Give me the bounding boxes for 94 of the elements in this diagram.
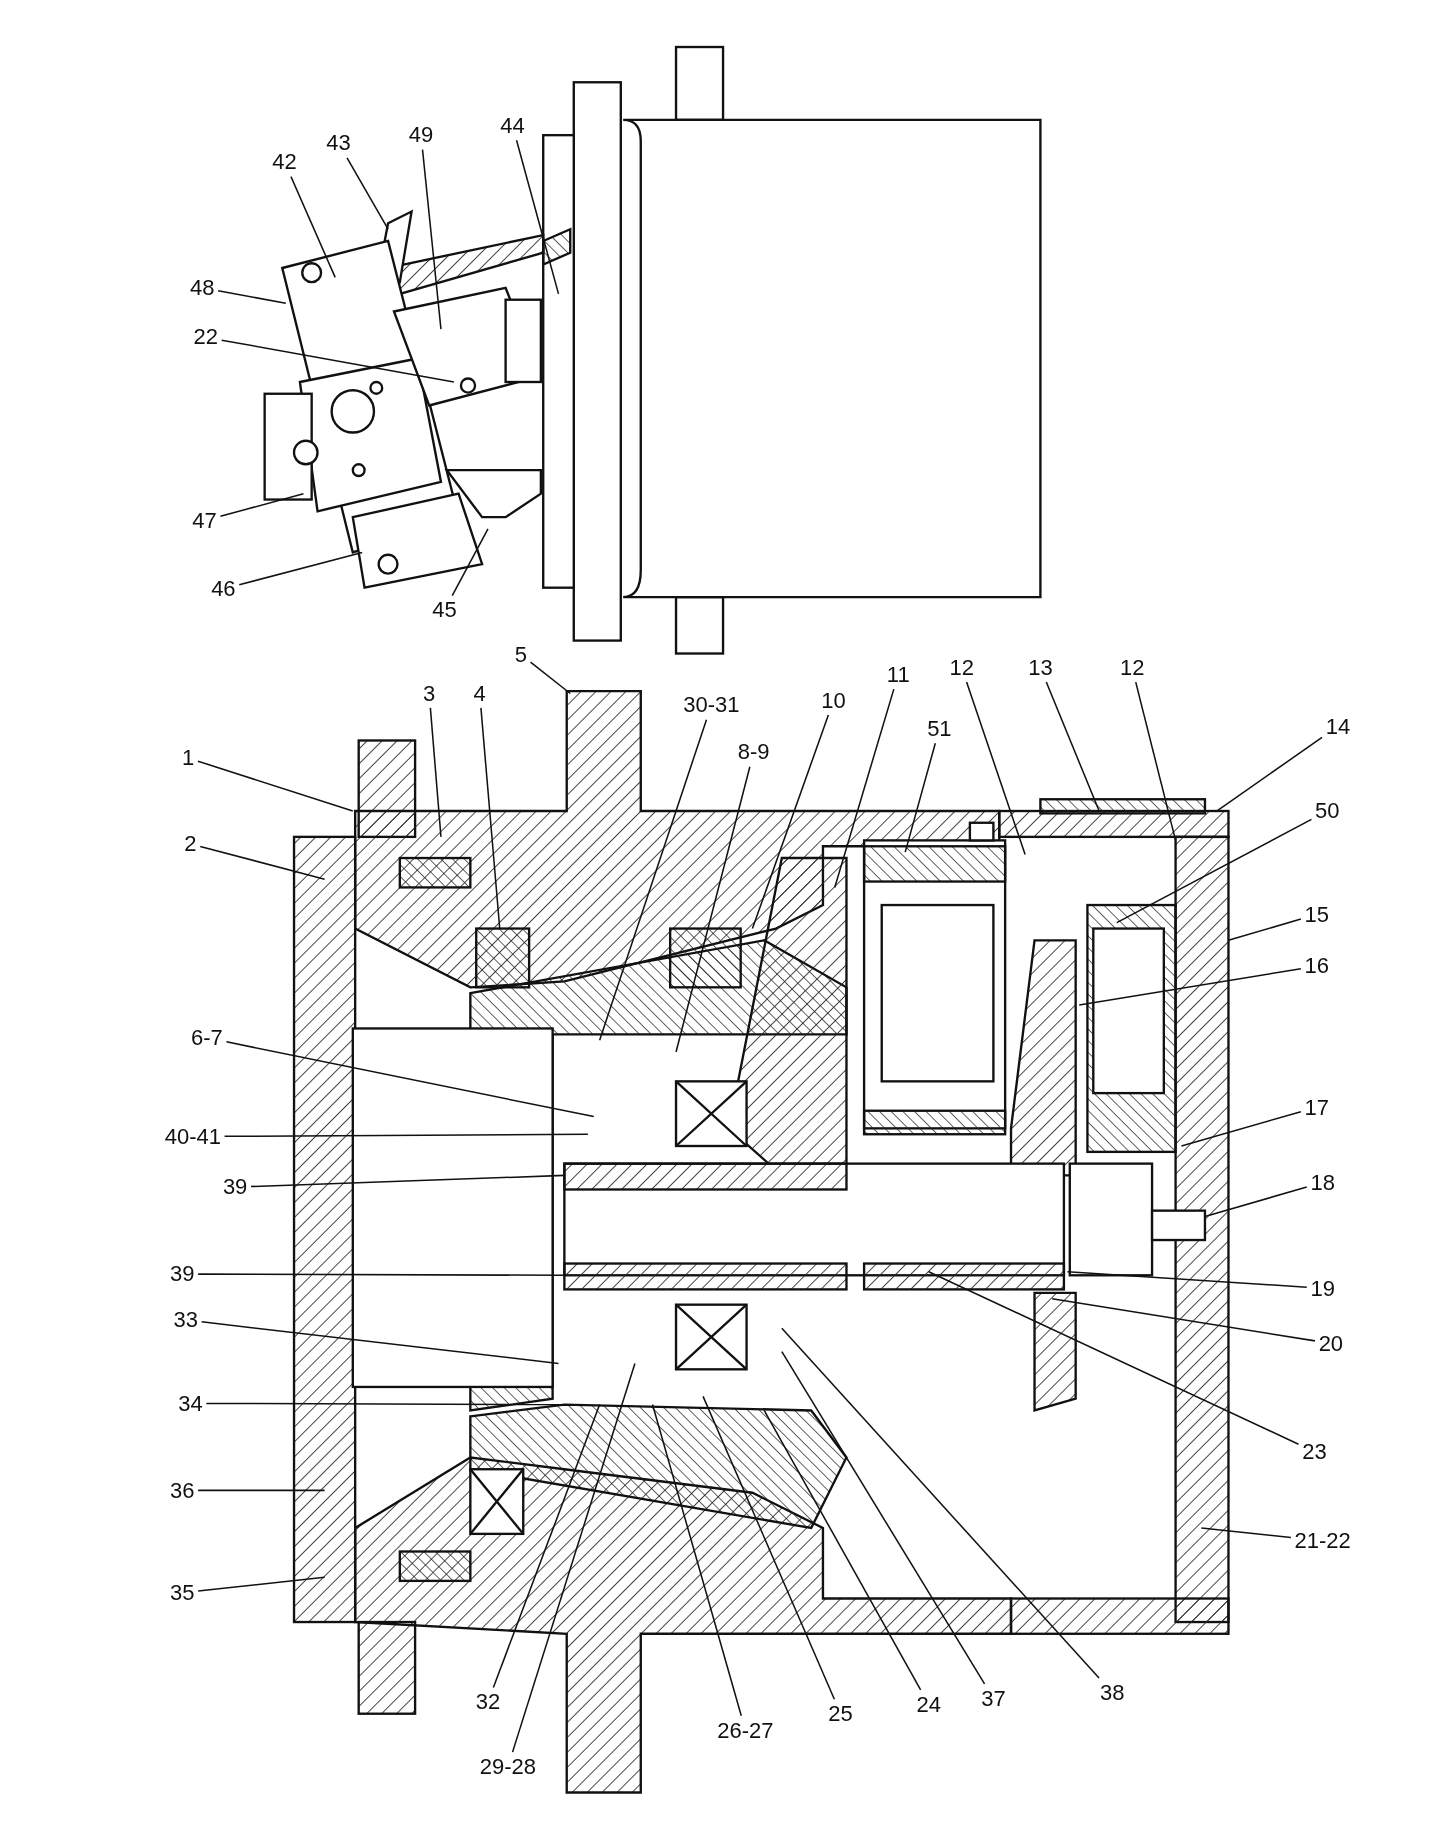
leader-line bbox=[751, 714, 830, 930]
leader-line bbox=[904, 742, 937, 853]
leader-line bbox=[927, 1271, 1300, 1445]
leader-line bbox=[217, 290, 287, 304]
leader-line bbox=[1116, 818, 1313, 924]
callout-number: 39 bbox=[170, 1262, 195, 1287]
callout-number: 45 bbox=[432, 598, 457, 623]
callout-number: 10 bbox=[821, 688, 846, 713]
callout-number: 4 bbox=[473, 681, 486, 706]
callout-number: 6-7 bbox=[191, 1026, 223, 1051]
leader-line bbox=[1134, 681, 1177, 842]
leader-line bbox=[651, 1403, 743, 1717]
callout-number: 14 bbox=[1325, 714, 1351, 739]
callout-number: 2 bbox=[184, 832, 197, 857]
callout-number: 12 bbox=[1119, 655, 1145, 680]
leader-line bbox=[290, 175, 336, 279]
callout-number: 18 bbox=[1310, 1170, 1335, 1195]
leader-line bbox=[1200, 1527, 1292, 1539]
leader-line bbox=[1215, 736, 1323, 812]
callout-number: 43 bbox=[326, 131, 351, 156]
callout-number: 51 bbox=[927, 716, 952, 741]
callout-number: 17 bbox=[1304, 1095, 1329, 1120]
leader-line bbox=[197, 1273, 566, 1277]
leader-line bbox=[220, 339, 455, 383]
callout-number: 32 bbox=[475, 1690, 501, 1715]
callout-number: 30-31 bbox=[683, 693, 740, 718]
leader-line bbox=[1204, 1186, 1308, 1218]
leader-line bbox=[763, 1409, 922, 1691]
leader-line bbox=[219, 492, 305, 518]
leader-line bbox=[833, 688, 895, 889]
callout-number: 3 bbox=[423, 681, 436, 706]
callout-number: 50 bbox=[1315, 799, 1340, 824]
callout-number: 11 bbox=[886, 662, 910, 687]
leader-line bbox=[492, 1403, 601, 1689]
leader-line bbox=[238, 551, 363, 586]
leader-line bbox=[675, 765, 751, 1053]
callout-number: 35 bbox=[170, 1580, 195, 1606]
callout-number: 34 bbox=[178, 1391, 203, 1416]
leader-line bbox=[1078, 968, 1302, 1006]
callout-number: 21-22 bbox=[1294, 1529, 1351, 1554]
callout-number: 1 bbox=[182, 746, 195, 771]
leader-line bbox=[197, 1489, 326, 1492]
leader-line bbox=[781, 1350, 986, 1685]
callout-number: 46 bbox=[211, 576, 236, 602]
leader-line bbox=[199, 845, 326, 880]
leader-line bbox=[421, 148, 442, 330]
callout-number: 8-9 bbox=[737, 740, 770, 765]
leader-line bbox=[702, 1395, 836, 1700]
callout-number: 15 bbox=[1304, 902, 1329, 927]
leader-line bbox=[598, 718, 708, 1041]
callout-number: 24 bbox=[916, 1692, 942, 1717]
leader-line bbox=[529, 661, 571, 695]
leader-line bbox=[511, 1362, 636, 1753]
callout-number: 16 bbox=[1304, 954, 1329, 979]
leader-line bbox=[250, 1174, 566, 1188]
leader-line bbox=[965, 681, 1026, 856]
callout-number: 23 bbox=[1302, 1439, 1327, 1465]
leader-line bbox=[205, 1402, 561, 1406]
callout-number: 25 bbox=[828, 1702, 853, 1727]
leader-line bbox=[200, 1321, 560, 1365]
callout-number: 19 bbox=[1310, 1276, 1335, 1301]
leader-line bbox=[1066, 1271, 1308, 1288]
leader-line bbox=[197, 1576, 326, 1592]
callout-number: 40-41 bbox=[164, 1124, 221, 1149]
leader-line bbox=[1045, 681, 1100, 812]
callout-number: 20 bbox=[1318, 1331, 1344, 1356]
leader-line bbox=[197, 760, 354, 812]
callout-number: 26-27 bbox=[717, 1718, 774, 1743]
callout-number: 49 bbox=[408, 123, 434, 148]
leader-line bbox=[346, 157, 389, 230]
leader-line bbox=[781, 1327, 1100, 1679]
leader-line bbox=[515, 139, 560, 295]
leader-line bbox=[223, 1133, 589, 1138]
callout-number: 38 bbox=[1099, 1680, 1125, 1706]
callout-number: 29-28 bbox=[479, 1754, 537, 1780]
callout-number: 12 bbox=[949, 655, 974, 680]
callout-number: 22 bbox=[193, 325, 218, 350]
callout-number: 39 bbox=[222, 1175, 248, 1200]
callout-number: 44 bbox=[500, 113, 525, 138]
callout-number: 13 bbox=[1028, 655, 1053, 680]
leader-line bbox=[1227, 918, 1302, 942]
leader-line bbox=[429, 707, 442, 838]
callout-number: 47 bbox=[192, 508, 217, 533]
leader-line bbox=[1051, 1298, 1316, 1342]
leader-line bbox=[225, 1041, 595, 1118]
callout-number: 36 bbox=[170, 1478, 195, 1503]
callout-number: 5 bbox=[514, 642, 527, 667]
callout-number: 42 bbox=[272, 150, 297, 175]
leader-line bbox=[480, 707, 501, 930]
callout-number: 37 bbox=[981, 1686, 1006, 1711]
callout-number: 33 bbox=[173, 1308, 198, 1333]
callout-number: 48 bbox=[190, 275, 215, 301]
leader-line bbox=[1180, 1110, 1302, 1147]
leader-line bbox=[451, 528, 489, 597]
